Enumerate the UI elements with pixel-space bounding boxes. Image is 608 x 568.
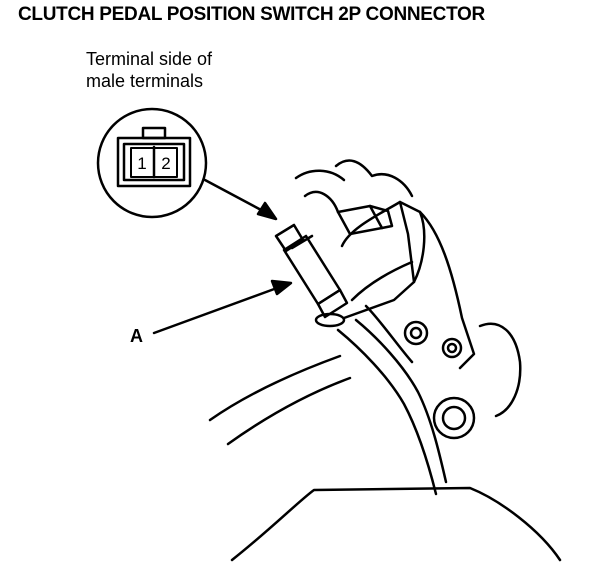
connector-detail-circle xyxy=(96,107,208,219)
terminal-1-label: 1 xyxy=(137,154,146,173)
caption-line-2: male terminals xyxy=(86,71,204,91)
caption-line-1: Terminal side of xyxy=(86,49,213,69)
connector-face-icon xyxy=(116,126,192,188)
clutch-pedal-arm xyxy=(336,318,476,496)
detail-pointer-arrow xyxy=(203,178,265,213)
harness-connector xyxy=(303,190,394,236)
floor-panel xyxy=(208,322,562,562)
pedal-bracket xyxy=(294,159,476,370)
callout-a-label: A xyxy=(130,326,143,346)
terminal-2-label: 2 xyxy=(161,154,170,173)
clutch-pedal-position-switch xyxy=(274,223,349,328)
connector-view-caption: Terminal side of male terminals xyxy=(86,48,212,92)
callout-a-leader xyxy=(152,286,279,335)
diagram-title: CLUTCH PEDAL POSITION SWITCH 2P CONNECTO… xyxy=(18,4,485,25)
